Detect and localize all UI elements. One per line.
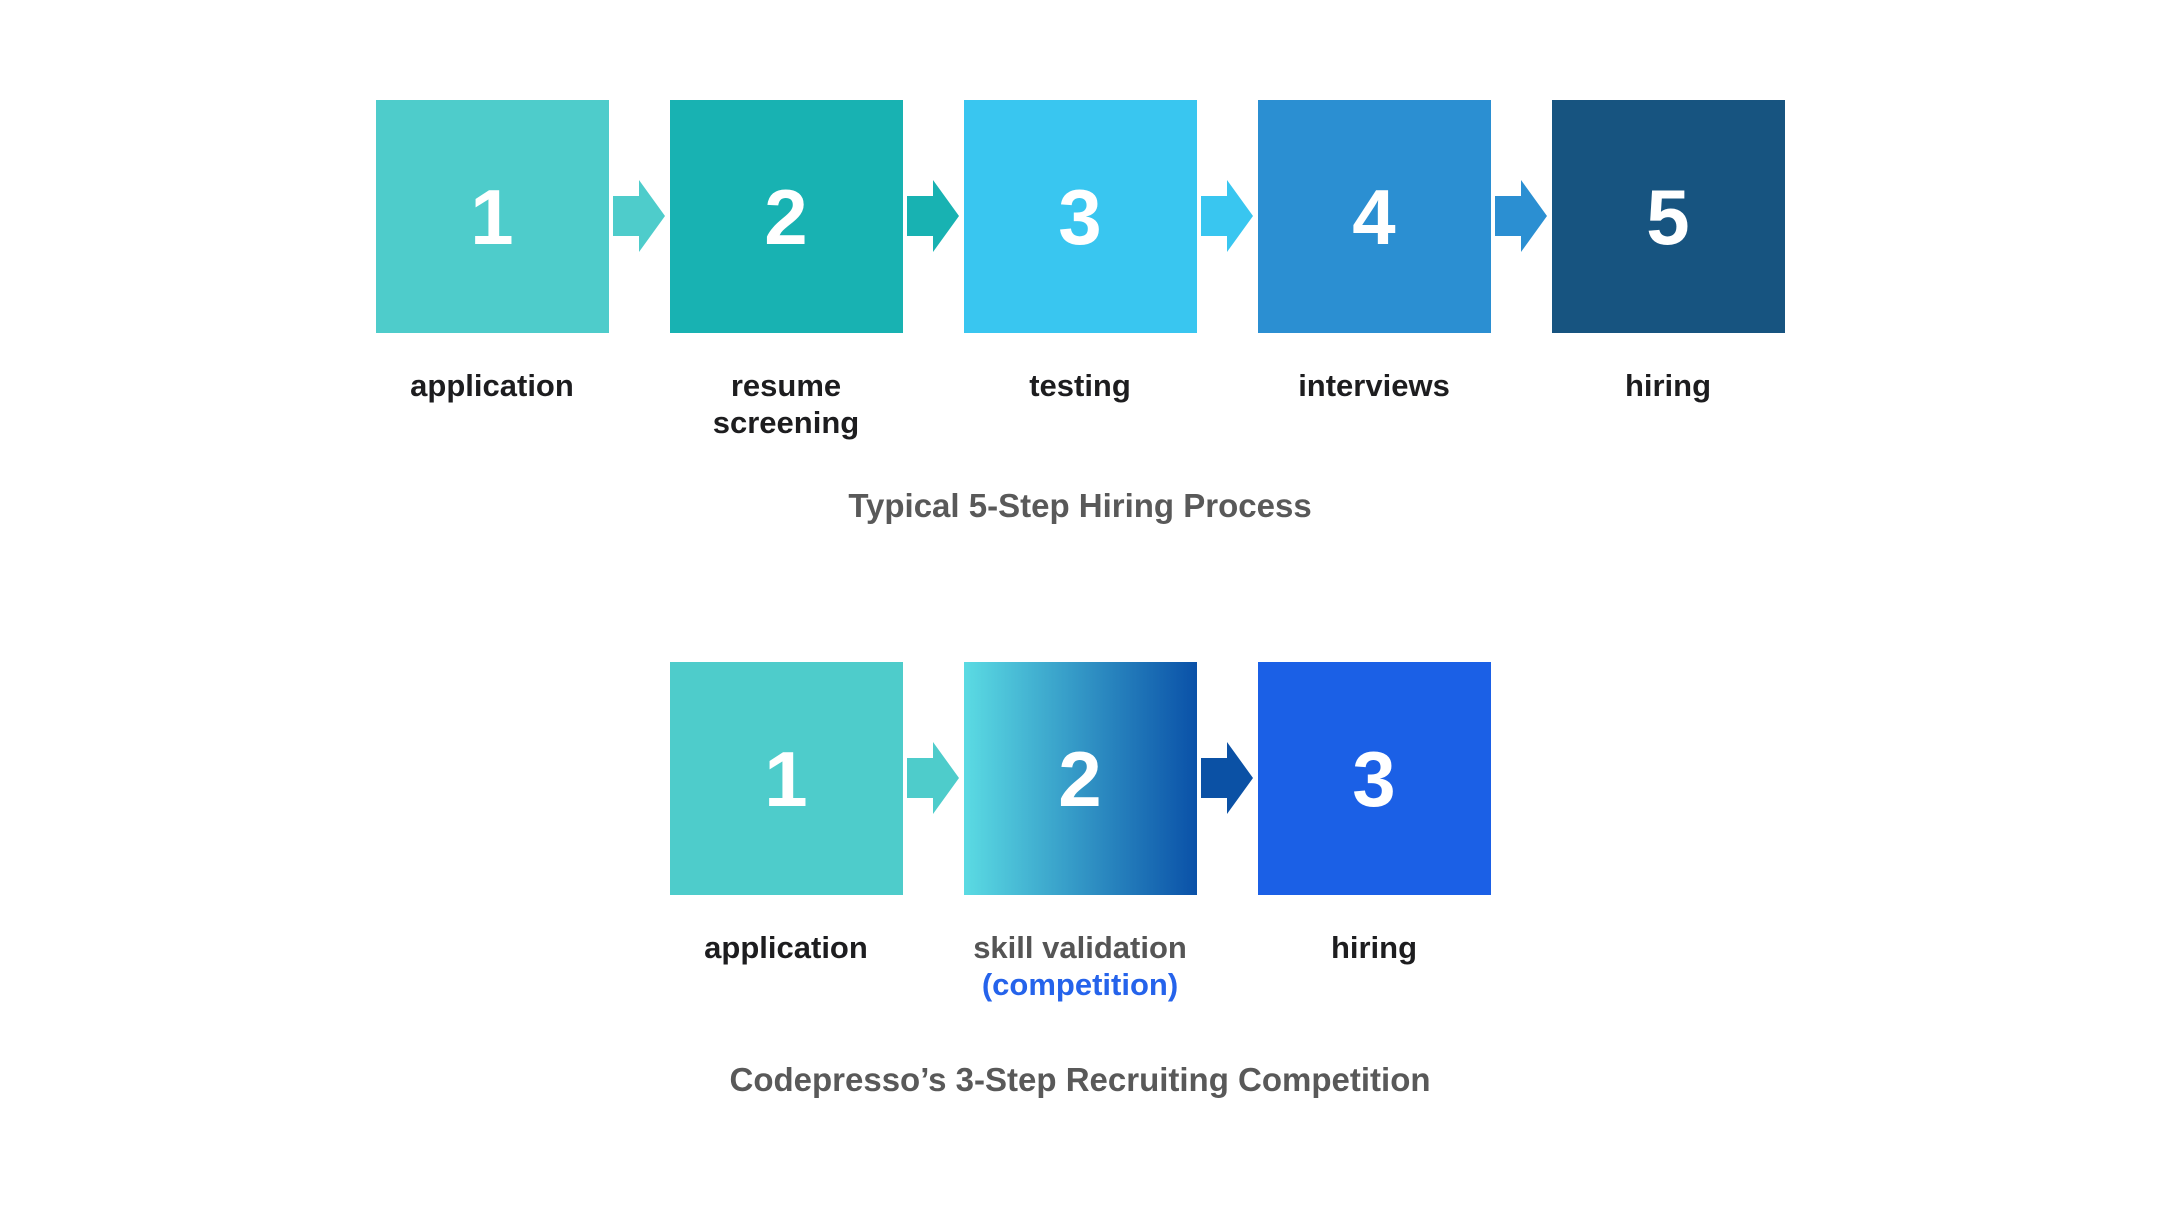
step-hiring: 5 hiring <box>1551 100 1785 404</box>
step-label: interviews <box>1298 367 1450 404</box>
step-label: hiring <box>1331 929 1417 966</box>
step-box-3: 3 <box>1257 662 1491 895</box>
step-label: testing <box>1029 367 1131 404</box>
step-label-line1: application <box>704 930 868 965</box>
step-number: 1 <box>470 172 514 261</box>
step-number: 3 <box>1058 172 1102 261</box>
step-label-line1: interviews <box>1298 368 1450 403</box>
step-box-4: 4 <box>1257 100 1491 333</box>
step-box-2: 2 <box>963 662 1197 895</box>
steps-row: 1 application 2 skill validation (compet… <box>0 662 2160 1003</box>
arrow-right-icon <box>609 172 670 260</box>
step-label-line1: resume <box>730 368 842 403</box>
step-label: application <box>410 367 574 404</box>
arrow-right-icon <box>1197 734 1258 822</box>
step-box-3: 3 <box>963 100 1197 333</box>
step-label: resume screening <box>713 367 859 441</box>
step-label-line2: screening <box>712 405 860 440</box>
steps-row: 1 application 2 resume screening <box>0 100 2160 441</box>
step-application: 1 application <box>669 662 903 966</box>
diagram-codepresso-process: 1 application 2 skill validation (compet… <box>0 662 2160 1099</box>
arrow-right-icon <box>907 742 959 814</box>
step-label: application <box>704 929 868 966</box>
step-label-line1: application <box>410 368 574 403</box>
step-box-2: 2 <box>669 100 903 333</box>
step-label-line1: hiring <box>1624 368 1712 403</box>
step-label: skill validation (competition) <box>973 929 1187 1003</box>
diagram-typical-process: 1 application 2 resume screening <box>0 0 2160 525</box>
step-number: 2 <box>764 172 808 261</box>
step-number: 2 <box>1058 734 1102 823</box>
arrow-right-icon <box>1201 180 1253 252</box>
diagram-title: Typical 5-Step Hiring Process <box>848 487 1312 524</box>
step-number: 1 <box>764 734 808 823</box>
step-label-line2: (competition) <box>981 967 1179 1002</box>
step-hiring: 3 hiring <box>1257 662 1491 966</box>
arrow-right-icon <box>1495 180 1547 252</box>
step-interviews: 4 interviews <box>1257 100 1491 404</box>
step-testing: 3 testing <box>963 100 1197 404</box>
step-number: 4 <box>1352 172 1396 261</box>
arrow-right-icon <box>907 180 959 252</box>
arrow-right-icon <box>613 180 665 252</box>
arrow-right-icon <box>1197 172 1258 260</box>
arrow-right-icon <box>903 172 964 260</box>
step-box-5: 5 <box>1551 100 1785 333</box>
step-box-1: 1 <box>669 662 903 895</box>
step-label-line1: skill validation <box>973 930 1187 965</box>
step-label-line1: hiring <box>1330 930 1418 965</box>
step-skill-validation: 2 skill validation (competition) <box>963 662 1197 1003</box>
step-resume-screening: 2 resume screening <box>669 100 903 441</box>
step-box-1: 1 <box>375 100 609 333</box>
step-number: 3 <box>1352 734 1396 823</box>
diagram-title: Codepresso’s 3-Step Recruiting Competiti… <box>729 1061 1431 1098</box>
arrow-right-icon <box>1201 742 1253 814</box>
step-label: hiring <box>1625 367 1711 404</box>
arrow-right-icon <box>1491 172 1552 260</box>
step-number: 5 <box>1646 172 1690 261</box>
arrow-right-icon <box>903 734 964 822</box>
step-label-line1: testing <box>1029 368 1131 403</box>
step-application: 1 application <box>375 100 609 404</box>
